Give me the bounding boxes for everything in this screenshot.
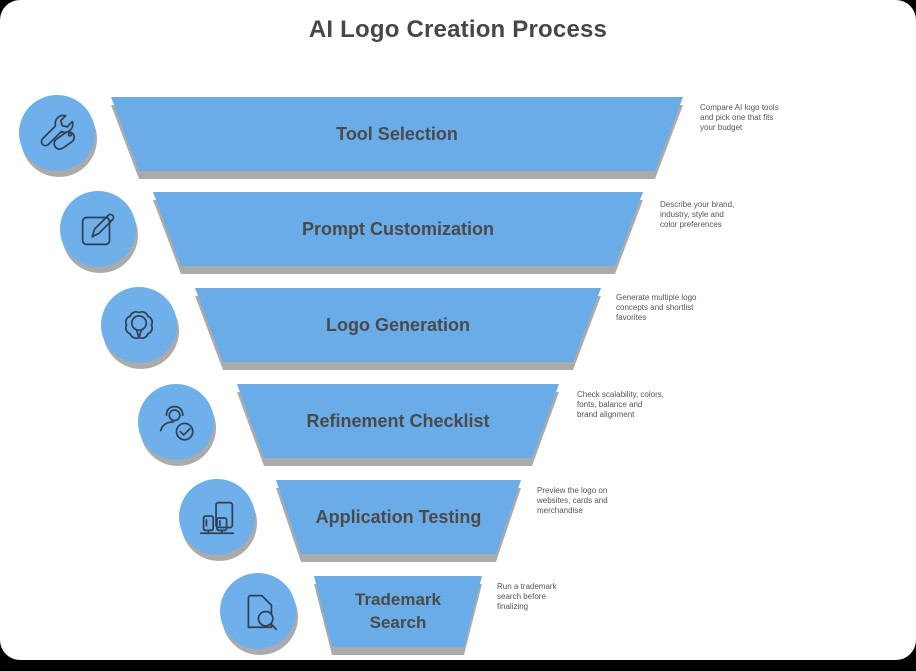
note-line: brand alignment bbox=[577, 410, 635, 419]
stage-note: Generate multiple logo concepts and shor… bbox=[616, 293, 697, 323]
stage-label: Tool Selection bbox=[336, 123, 458, 144]
stage-note: Run a trademark search before finalizing bbox=[497, 582, 557, 612]
stage-note: Preview the logo on websites, cards and … bbox=[537, 486, 608, 516]
note-line: websites, cards and bbox=[537, 496, 608, 505]
stage-label: Trademark Search bbox=[355, 590, 441, 632]
funnel-fill bbox=[276, 480, 521, 554]
note-line: Run a trademark bbox=[497, 582, 557, 591]
user-check-icon bbox=[138, 384, 214, 460]
note-line: Check scalability, colors, bbox=[577, 390, 664, 399]
devices-icon bbox=[179, 479, 255, 555]
note-line: Generate multiple logo bbox=[616, 293, 697, 302]
funnel-stage: Logo Generation bbox=[195, 288, 601, 362]
funnel-stage: Trademark Search bbox=[314, 576, 482, 647]
funnel-fill bbox=[237, 384, 559, 458]
stage-icon-circle bbox=[101, 287, 179, 369]
pencil-square-icon bbox=[60, 191, 136, 267]
funnel-stage: Tool Selection bbox=[111, 97, 683, 171]
note-line: fonts, balance and bbox=[577, 400, 643, 409]
note-line: color preferences bbox=[660, 220, 722, 229]
stage-note: Describe your brand, industry, style and… bbox=[660, 200, 734, 230]
stage-icon-circle bbox=[60, 191, 138, 273]
note-line: and pick one that fits bbox=[700, 113, 774, 122]
diagram-title: AI Logo Creation Process bbox=[308, 16, 608, 43]
stage-label: Prompt Customization bbox=[302, 218, 494, 239]
funnel-fill bbox=[195, 288, 601, 362]
stage-icon-circle bbox=[138, 384, 216, 466]
note-line: Preview the logo on bbox=[537, 486, 608, 495]
stage-icon-circle bbox=[179, 479, 257, 561]
gear-bulb-icon bbox=[101, 287, 177, 363]
note-line: Compare AI logo tools bbox=[700, 103, 779, 112]
note-line: merchandise bbox=[537, 506, 583, 515]
funnel-fill bbox=[153, 192, 643, 266]
note-line: your budget bbox=[700, 123, 743, 132]
funnel-stage: Prompt Customization bbox=[153, 192, 643, 266]
funnel-stage: Refinement Checklist bbox=[237, 384, 559, 458]
stage-note: Check scalability, colors, fonts, balanc… bbox=[577, 390, 664, 420]
note-line: search before bbox=[497, 592, 546, 601]
note-line: industry, style and bbox=[660, 210, 724, 219]
tools-icon bbox=[19, 95, 95, 171]
note-line: Describe your brand, bbox=[660, 200, 735, 209]
funnel-fill bbox=[111, 97, 683, 171]
funnel-stage: Application Testing bbox=[276, 480, 521, 554]
note-line: concepts and shortlist bbox=[616, 303, 694, 312]
note-line: favorites bbox=[616, 313, 647, 322]
funnel-fill bbox=[314, 576, 482, 647]
stage-icon-circle bbox=[220, 573, 298, 655]
stage-label: Refinement Checklist bbox=[306, 410, 490, 431]
document-search-icon bbox=[220, 573, 296, 649]
stage-label: Application Testing bbox=[315, 506, 482, 527]
stage-label: Logo Generation bbox=[326, 314, 470, 335]
stage-note: Compare AI logo tools and pick one that … bbox=[700, 103, 779, 133]
stage-icon-circle bbox=[19, 95, 97, 177]
note-line: finalizing bbox=[497, 602, 529, 611]
